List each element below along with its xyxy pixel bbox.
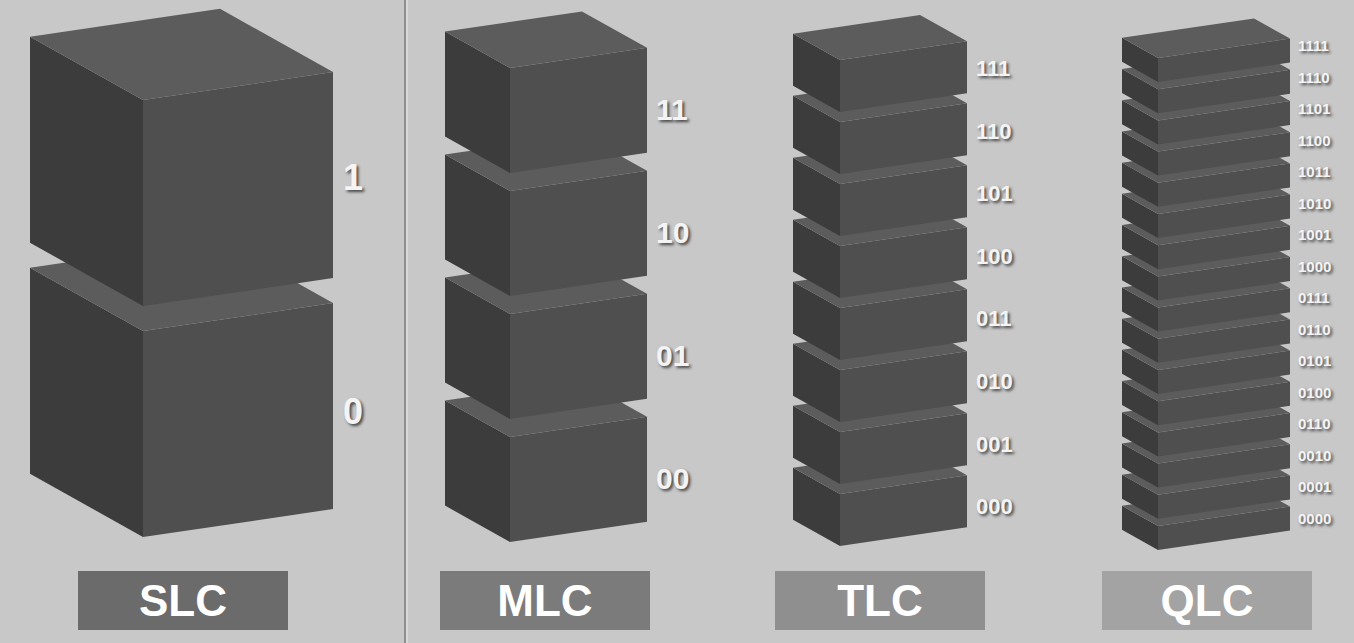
block-top-face: [1122, 18, 1290, 58]
bit-value-label: 1: [343, 160, 363, 196]
bit-value-label: 111: [976, 58, 1010, 80]
bit-value-label: 1000: [1298, 258, 1331, 273]
block-top-face: [445, 11, 647, 68]
block-right-face: [143, 303, 333, 537]
divider-highlight: [406, 0, 408, 643]
bit-value-label: 110: [976, 121, 1012, 143]
bit-value-label: 1100: [1298, 132, 1331, 147]
bit-value-label: 100: [976, 246, 1013, 268]
bit-value-label: 0111: [1298, 290, 1330, 305]
bit-value-label: 0110: [1298, 321, 1331, 336]
bit-value-label: 0100: [1298, 384, 1331, 399]
cell-type-name: MLC: [497, 579, 592, 623]
block-right-face: [143, 72, 333, 306]
bit-value-label: 010: [976, 371, 1013, 393]
divider-line: [404, 0, 406, 643]
bit-value-label: 1010: [1298, 195, 1331, 210]
cell-type-box: TLC: [775, 571, 985, 630]
bit-value-label: 1001: [1298, 227, 1331, 242]
bit-value-label: 1011: [1298, 164, 1331, 179]
block-top-face: [30, 9, 333, 100]
bit-value-label: 0001: [1298, 479, 1331, 494]
cell-type-box: SLC: [78, 571, 288, 630]
cell-type-name: QLC: [1161, 579, 1254, 623]
cell-type-name: TLC: [837, 579, 923, 623]
cell-type-box: MLC: [440, 571, 650, 630]
bit-value-label: 0010: [1298, 447, 1331, 462]
bit-value-label: 1111: [1298, 38, 1329, 53]
bit-value-label: 10: [656, 218, 689, 248]
bit-value-label: 0110: [1298, 416, 1331, 431]
cell-blocks: [30, 9, 1290, 550]
bit-value-label: 01: [656, 341, 689, 371]
bit-value-label: 1101: [1298, 101, 1331, 116]
bit-value-label: 001: [976, 434, 1013, 456]
block-right-face: [510, 171, 647, 296]
block-right-face: [510, 48, 647, 173]
bit-value-label: 0000: [1298, 510, 1331, 525]
cell-type-box: QLC: [1102, 571, 1312, 630]
bit-value-label: 0101: [1298, 353, 1331, 368]
bit-value-label: 011: [976, 308, 1012, 330]
block-right-face: [510, 417, 647, 542]
bit-value-label: 00: [656, 464, 689, 494]
block-top-face: [793, 15, 967, 60]
bit-value-label: 0: [343, 394, 363, 430]
cell-type-name: SLC: [139, 579, 227, 623]
block-right-face: [510, 294, 647, 419]
bit-value-label: 101: [976, 183, 1013, 205]
bit-value-label: 1110: [1298, 69, 1330, 84]
bit-value-label: 11: [656, 95, 688, 125]
bit-value-label: 000: [976, 496, 1013, 518]
